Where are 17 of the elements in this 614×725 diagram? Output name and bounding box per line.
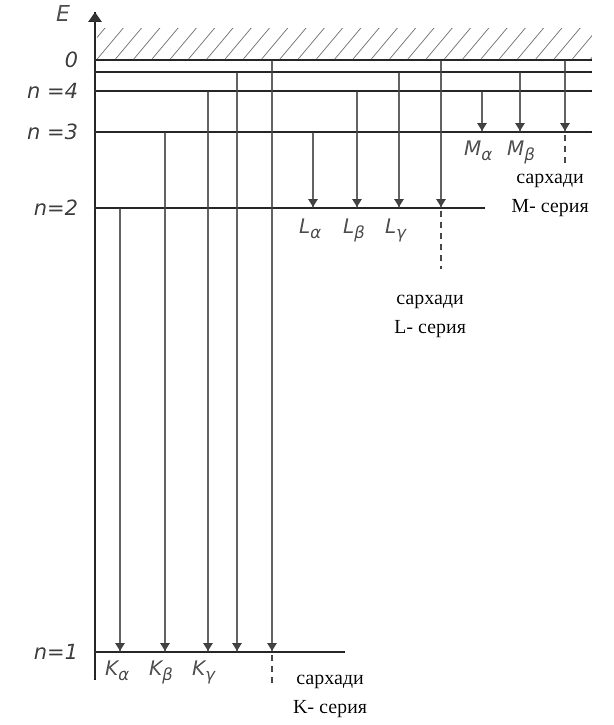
line-label: K$_{β}$ <box>149 656 173 684</box>
line-label: K$_{α}$ <box>105 656 130 684</box>
line-label: L$_{β}$ <box>343 214 365 242</box>
line-label: M$_{α}$ <box>464 136 492 164</box>
level-label: n =3 <box>26 120 78 144</box>
level-label: 0 <box>64 48 78 72</box>
level-label: n=1 <box>32 640 78 664</box>
line-label: M$_{β}$ <box>507 136 535 164</box>
line-label: L$_{α}$ <box>299 214 322 242</box>
series-label: сархади L- серия <box>393 286 467 340</box>
level-label: n =4 <box>26 79 78 103</box>
line-label: K$_{γ}$ <box>192 656 215 684</box>
level-label: n=2 <box>32 196 78 220</box>
axis-label: E <box>56 2 70 27</box>
series-label: сархади M- серия <box>510 165 590 219</box>
line-label: L$_{γ}$ <box>385 214 406 242</box>
series-label: сархади K- серия <box>292 666 368 720</box>
